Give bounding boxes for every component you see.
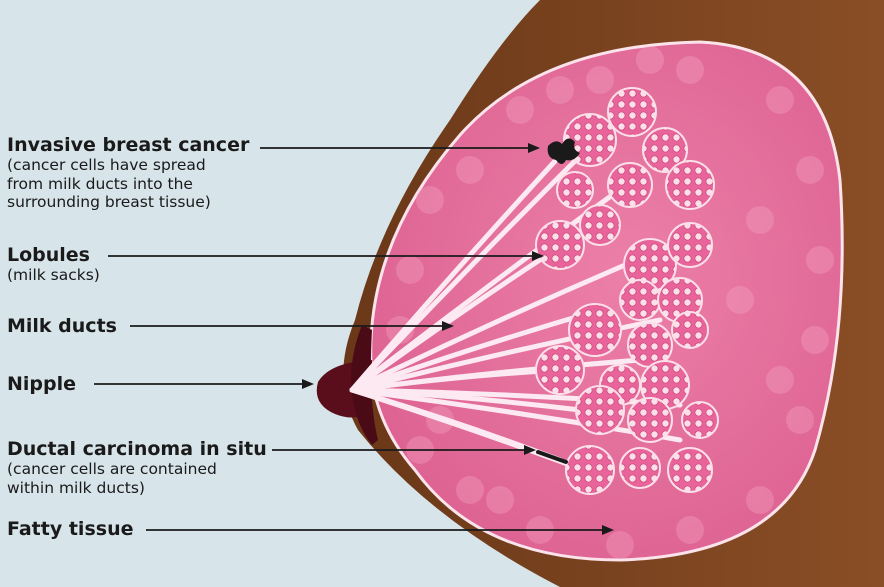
fat-globule [766, 366, 794, 394]
label-lobules-subtitle: (milk sacks) [7, 266, 100, 285]
label-ducts-title: Milk ducts [7, 315, 117, 337]
lobule-cluster [580, 205, 620, 245]
fat-globule [746, 206, 774, 234]
lobule-cluster [682, 402, 718, 438]
fat-globule [416, 186, 444, 214]
fat-globule [636, 46, 664, 74]
label-invasive-title: Invasive breast cancer [7, 134, 249, 156]
fat-globule [396, 256, 424, 284]
fat-globule [726, 286, 754, 314]
label-nipple-title: Nipple [7, 373, 76, 395]
lobule-cluster [620, 280, 660, 320]
lobule-cluster [668, 448, 712, 492]
fat-globule [746, 486, 774, 514]
fat-globule [676, 516, 704, 544]
fat-globule [801, 326, 829, 354]
lobule-cluster [576, 386, 624, 434]
fat-globule [456, 156, 484, 184]
label-fatty-title: Fatty tissue [7, 518, 133, 540]
label-lobules: Lobules (milk sacks) [7, 244, 100, 285]
fat-globule [456, 476, 484, 504]
lobule-cluster [628, 398, 672, 442]
lobule-cluster [608, 88, 656, 136]
fat-globule [806, 246, 834, 274]
fat-globule [796, 156, 824, 184]
lobule-cluster [672, 312, 708, 348]
fat-globule [786, 406, 814, 434]
fat-globule [586, 66, 614, 94]
label-nipple: Nipple [7, 373, 76, 395]
fat-globule [506, 96, 534, 124]
label-dcis: Ductal carcinoma in situ (cancer cells a… [7, 438, 267, 497]
fat-globule [766, 86, 794, 114]
lobule-cluster [569, 304, 621, 356]
label-dcis-subtitle: (cancer cells are contained within milk … [7, 460, 267, 497]
arrow-nipple-head [302, 379, 314, 389]
lobule-cluster [536, 221, 584, 269]
lobule-cluster [566, 446, 614, 494]
label-invasive-subtitle: (cancer cells have spread from milk duct… [7, 156, 249, 212]
label-ducts: Milk ducts [7, 315, 117, 337]
fat-globule [546, 76, 574, 104]
fat-globule [606, 531, 634, 559]
label-invasive: Invasive breast cancer (cancer cells hav… [7, 134, 249, 212]
lobule-cluster [620, 448, 660, 488]
lobule-cluster [536, 346, 584, 394]
lobule-cluster [557, 172, 593, 208]
lobule-cluster [608, 163, 652, 207]
fat-globule [676, 56, 704, 84]
label-dcis-title: Ductal carcinoma in situ [7, 438, 267, 460]
lobule-cluster [668, 223, 712, 267]
label-fatty: Fatty tissue [7, 518, 133, 540]
label-lobules-title: Lobules [7, 244, 100, 266]
lobule-cluster [666, 161, 714, 209]
fat-globule [486, 486, 514, 514]
